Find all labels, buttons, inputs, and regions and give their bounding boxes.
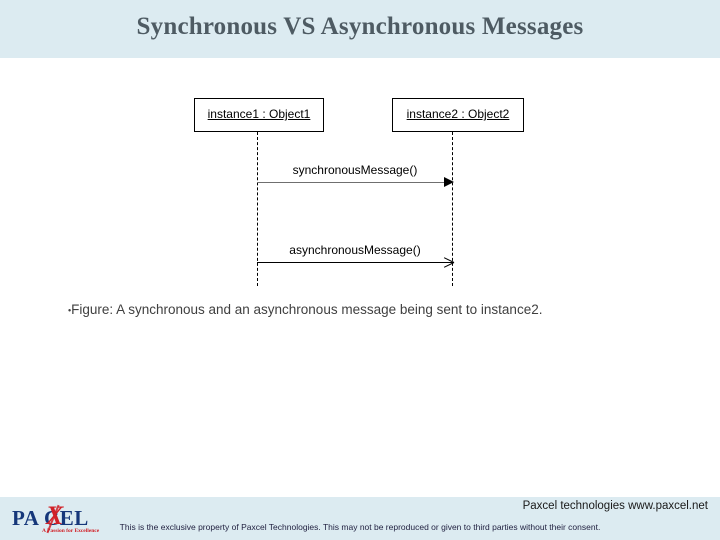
open-line-arrowhead-icon — [442, 256, 454, 268]
message-synchronous: synchronousMessage() — [257, 163, 454, 187]
figure-caption-text: Figure: A synchronous and an asynchronou… — [71, 302, 543, 317]
figure-caption: •Figure: A synchronous and an asynchrono… — [68, 302, 542, 317]
uml-sequence-diagram: instance1 : Object1 instance2 : Object2 … — [0, 58, 720, 298]
paxcel-logo-x-icon: X — [46, 501, 64, 530]
lifeline-label-instance2: instance2 : Object2 — [406, 107, 510, 121]
filled-triangle-arrowhead-icon — [444, 177, 454, 187]
footer-company-line: Paxcel technologies www.paxcel.net — [522, 500, 708, 512]
message-asynchronous: asynchronousMessage() — [257, 243, 453, 263]
message-label-asynchronous: asynchronousMessage() — [289, 243, 421, 257]
lifeline-box-instance2: instance2 : Object2 — [392, 98, 524, 132]
header-band — [0, 0, 720, 58]
message-line-asynchronous — [257, 262, 453, 263]
lifeline-box-instance1: instance1 : Object1 — [194, 98, 324, 132]
lifeline-dash-instance1 — [257, 132, 258, 286]
page-title: Synchronous VS Asynchronous Messages — [136, 13, 584, 40]
footer-band — [0, 497, 720, 540]
paxcel-logo: PA CEL X A Passion for Excellence — [12, 501, 116, 536]
message-label-synchronous: synchronousMessage() — [292, 163, 418, 177]
paxcel-logo-tagline: A Passion for Excellence — [42, 528, 100, 534]
bullet-icon: • — [68, 305, 72, 316]
message-line-synchronous — [257, 182, 453, 183]
lifeline-dash-instance2 — [452, 132, 453, 286]
lifeline-label-instance1: instance1 : Object1 — [207, 107, 311, 121]
footer-disclaimer: This is the exclusive property of Paxcel… — [119, 522, 601, 532]
